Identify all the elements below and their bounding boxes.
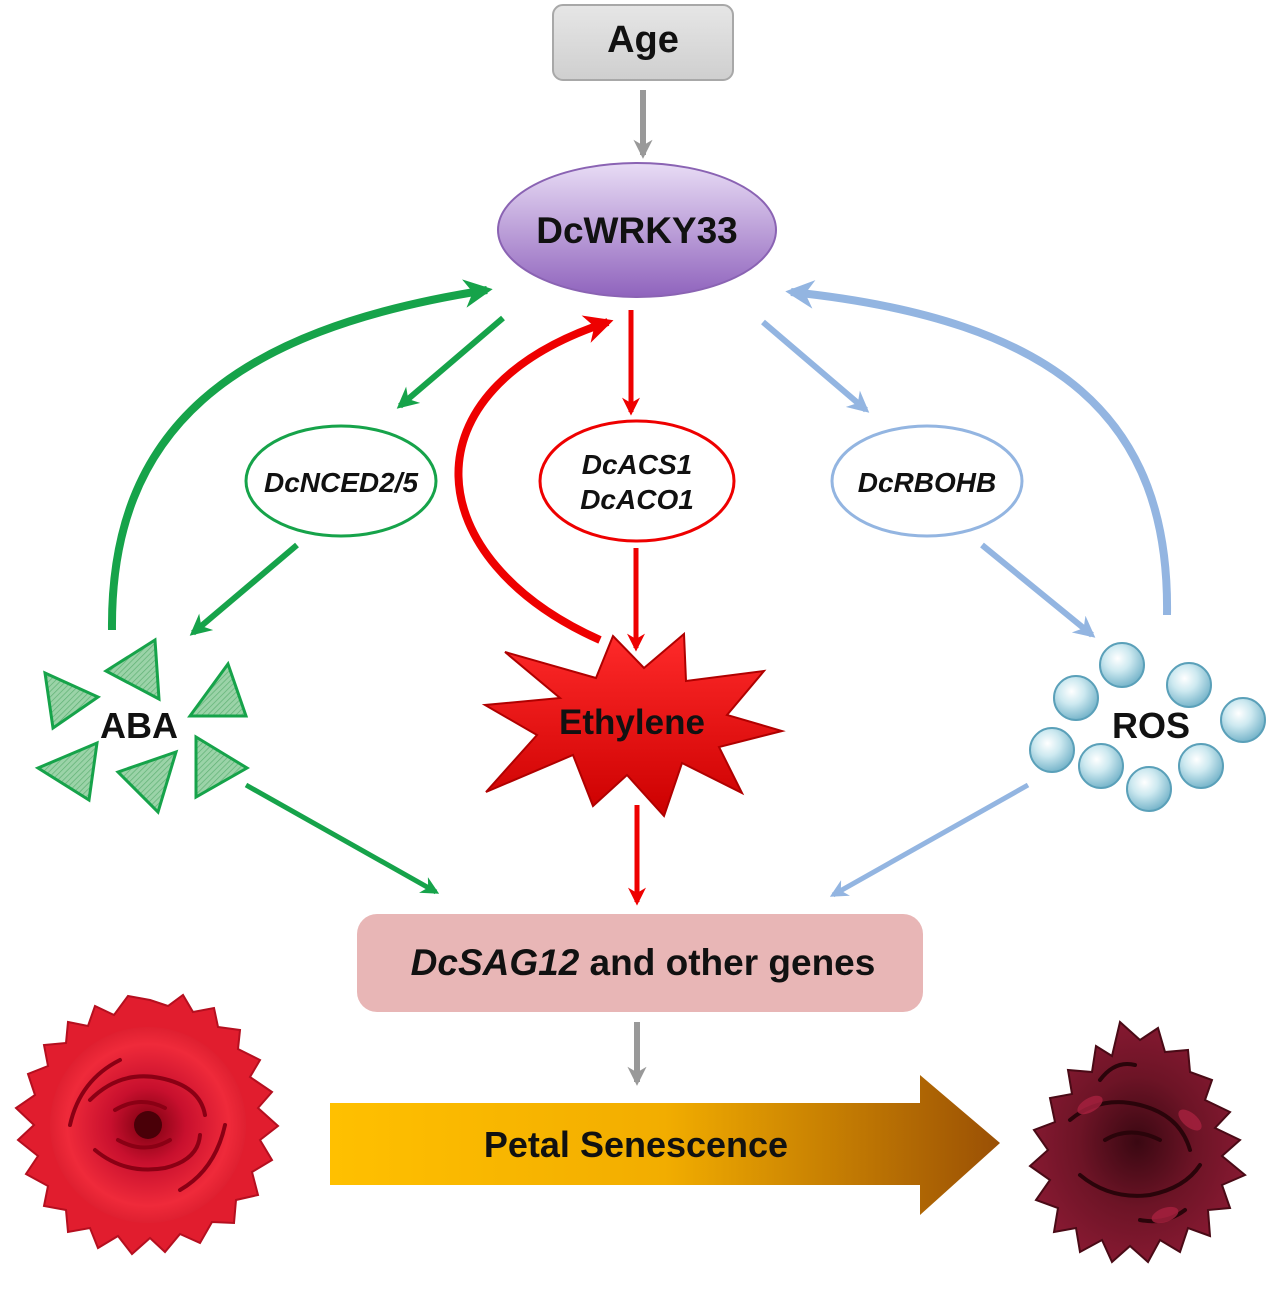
dcrbohb-node: DcRBOHB xyxy=(830,424,1024,538)
arrow-tf-to-rboh xyxy=(761,319,870,413)
arrow-tf-to-nced xyxy=(396,315,505,409)
ethylene-node: Ethylene xyxy=(481,631,786,818)
ethylene-label: Ethylene xyxy=(559,703,705,742)
dcnced-node: DcNCED2/5 xyxy=(244,424,438,538)
dcrbohb-label: DcRBOHB xyxy=(858,467,996,498)
arrow-aba-to-tf-feedback xyxy=(107,279,493,631)
red-carnation-icon xyxy=(14,993,280,1256)
dcsag12-node: DcSAG12 and other genes xyxy=(357,914,923,1012)
arrow-rboh-to-ros xyxy=(980,542,1096,638)
triangle-icon xyxy=(103,637,161,702)
bubble-icon xyxy=(1166,662,1212,708)
arrow-ethylene-to-tf-feedback xyxy=(454,315,614,644)
triangle-icon xyxy=(187,660,249,718)
petal-senescence-arrow: Petal Senescence xyxy=(330,1075,1000,1215)
age-label: Age xyxy=(607,19,679,61)
dcacs1-label: DcACS1 xyxy=(582,449,692,480)
triangle-icon xyxy=(43,670,102,731)
arrow-aba-to-sag12 xyxy=(244,782,440,895)
dcwrky33-label: DcWRKY33 xyxy=(536,210,738,251)
bubble-icon xyxy=(1053,675,1099,721)
aba-label: ABA xyxy=(100,705,178,746)
bubble-icon xyxy=(1029,727,1075,773)
ros-molecules xyxy=(1029,642,1266,812)
petal-senescence-label: Petal Senescence xyxy=(484,1124,788,1165)
wilted-carnation-icon xyxy=(1028,1020,1247,1264)
arrow-ros-to-sag12 xyxy=(829,782,1030,898)
bubble-icon xyxy=(1126,766,1172,812)
triangle-icon xyxy=(194,734,250,800)
starburst-icon xyxy=(481,631,786,818)
ros-label: ROS xyxy=(1112,705,1190,746)
dcsag12-gene-label: DcSAG12 xyxy=(411,942,580,983)
arrow-ros-to-tf-feedback xyxy=(785,280,1172,616)
triangle-icon xyxy=(34,740,99,803)
dcwrky33-node: DcWRKY33 xyxy=(497,162,777,298)
bubble-icon xyxy=(1078,743,1124,789)
arrow-nced-to-aba xyxy=(189,542,299,636)
aba-molecules xyxy=(34,637,250,815)
dcacs-aco-node: DcACS1 DcACO1 xyxy=(538,419,736,543)
dcaco1-label: DcACO1 xyxy=(580,484,694,515)
svg-text:DcSAG12 and other genes: DcSAG12 and other genes xyxy=(411,942,876,983)
bubble-icon xyxy=(1220,697,1266,743)
triangle-icon xyxy=(115,749,179,815)
other-genes-label: and other genes xyxy=(579,942,875,983)
bubble-icon xyxy=(1099,642,1145,688)
dcnced-label: DcNCED2/5 xyxy=(264,467,418,498)
bubble-icon xyxy=(1178,743,1224,789)
age-node: Age xyxy=(552,4,734,81)
